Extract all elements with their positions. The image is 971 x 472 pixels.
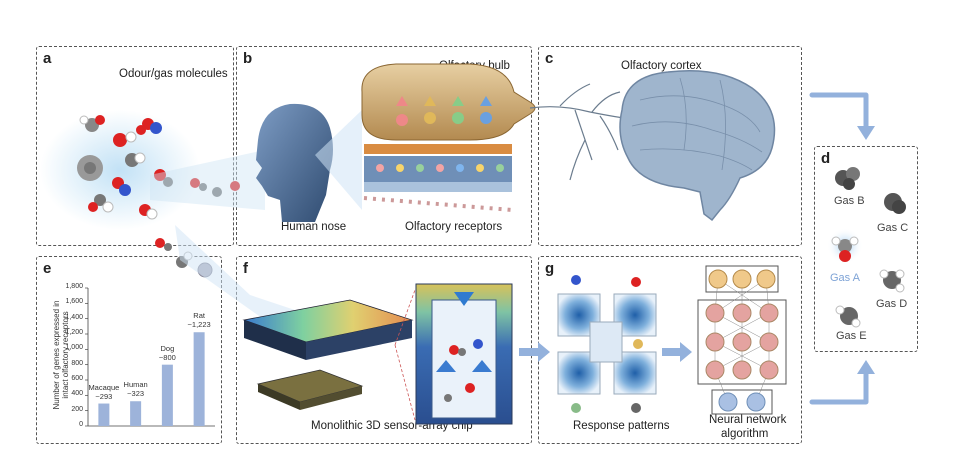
chart-ylabel-line1: Number of genes expressed in (52, 300, 61, 410)
zoom-line-bottom (394, 344, 416, 421)
molecule-6 (112, 177, 131, 196)
chart-ytick-label: 1,800 (65, 283, 83, 290)
gas-e-icon (835, 305, 861, 328)
bar-human (130, 401, 142, 426)
sensor-array-chip (242, 299, 414, 360)
chart-ytick-label: 1,000 (65, 344, 83, 352)
chart-ytick-label: 600 (71, 375, 83, 382)
molecule-1 (79, 115, 105, 132)
beam-to-nose (150, 150, 265, 210)
panel-a-letter: a (43, 50, 52, 67)
bar-label-dog: Dog~800 (145, 344, 189, 362)
arrow-c-to-d (809, 92, 869, 131)
panel-g-letter: g (545, 260, 555, 277)
molecule-3 (113, 131, 137, 147)
chart-ytick-label: 1,200 (65, 329, 83, 336)
bar-value-label: ~800 (158, 352, 176, 362)
response-patterns-label: Response patterns (573, 420, 670, 432)
molecule-10 (190, 178, 240, 197)
bar-value-label: ~293 (95, 391, 113, 401)
chart-ylabel: Number of genes expressed in intact olfa… (52, 285, 72, 425)
molecule-cloud (40, 110, 240, 278)
chart-ytick-label: 1,400 (65, 313, 83, 321)
gas-d-label: Gas D (876, 298, 908, 310)
molecule-4 (77, 155, 103, 181)
gas-c-label: Gas C (877, 222, 909, 234)
bar-macaque (98, 403, 110, 426)
panel-c-title: Olfactory cortex (621, 60, 702, 72)
panel-a: a Odour/gas molecules (36, 46, 234, 246)
panel-b-letter: b (243, 50, 253, 67)
bar-category-label: Rat (193, 311, 205, 321)
receptor-layer (363, 144, 513, 212)
molecule-7 (154, 169, 173, 187)
arrowhead-g-to-d (857, 360, 875, 374)
olfactory-bulb (361, 63, 536, 141)
panel-f-letter: f (243, 260, 248, 277)
gas-a-icon (827, 228, 863, 264)
chart-ytick-label: 800 (71, 359, 83, 367)
human-head (256, 103, 333, 222)
panel-a-title: Odour/gas molecules (119, 68, 228, 80)
bar-label-rat: Rat~1,223 (177, 311, 221, 329)
gas-a-label: Gas A (830, 272, 860, 284)
nn-label-line1: Neural network (709, 414, 787, 426)
gas-c-icon (884, 193, 906, 214)
circuit-board (256, 369, 364, 410)
olfactory-receptors-label: Olfactory receptors (405, 221, 503, 233)
chart-ylabel-line2: intact olfactory receptors (61, 311, 70, 399)
zoom-wedge (315, 110, 362, 210)
molecule-5 (125, 152, 146, 167)
sensor-cell-crosssection (415, 283, 513, 425)
gas-e-label: Gas E (836, 330, 867, 342)
panel-d: d (814, 146, 918, 352)
bar-category-label: Human (123, 380, 148, 390)
bar-category-label: Macaque (88, 382, 120, 392)
panel-c: c Olfactory cortex (538, 46, 802, 246)
chart-ytick-label: 1,600 (65, 298, 83, 306)
bar-value-label: ~323 (127, 389, 145, 399)
bar-dog (161, 364, 173, 426)
arrow-g-to-d (809, 369, 869, 405)
arrowhead-c-to-d (857, 126, 875, 140)
panel-g: g Response patterns Neural network algor… (538, 256, 802, 444)
bar-label-human: Human~323 (114, 380, 158, 398)
arrow-f-to-g (519, 342, 550, 362)
response-patterns (557, 275, 657, 413)
gas-d-icon (879, 269, 905, 293)
nn-label-line2: algorithm (721, 428, 769, 440)
bar-label-macaque: Macaque~293 (82, 383, 126, 401)
arrow-patterns-to-nn (662, 342, 692, 362)
gas-b-icon (835, 167, 860, 190)
molecule-9 (139, 204, 158, 220)
bar-rat (193, 332, 205, 426)
panel-c-letter: c (545, 50, 554, 67)
gas-b-label: Gas B (834, 195, 865, 207)
molecule-2 (136, 118, 162, 135)
bar-category-label: Dog (160, 343, 175, 353)
human-nose-label: Human nose (281, 221, 347, 233)
chart-ytick-label: 200 (71, 405, 83, 413)
panel-e: e (36, 256, 222, 444)
chart-ytick-label: 0 (79, 421, 83, 428)
neural-network (697, 265, 787, 415)
chart-ytick-label: 400 (71, 390, 83, 398)
bar-chart (85, 287, 215, 427)
molecule-8 (88, 194, 114, 213)
bar-value-label: ~1,223 (187, 320, 211, 330)
brain (619, 69, 776, 222)
panel-e-letter: e (43, 260, 52, 277)
panel-d-letter: d (821, 150, 831, 167)
